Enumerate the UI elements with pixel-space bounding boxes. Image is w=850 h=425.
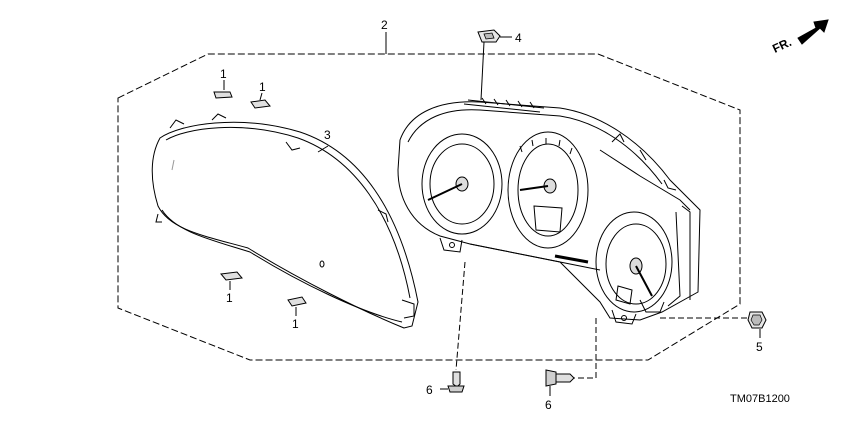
assembly-boundary <box>117 53 741 361</box>
callout-1-top-right: 1 <box>259 80 266 94</box>
callout-1-bottom-right: 1 <box>292 317 299 331</box>
gauge-cluster-assembly <box>397 97 701 325</box>
callout-6-left: 6 <box>426 383 433 397</box>
callout-5: 5 <box>756 340 763 354</box>
callout-6-right: 6 <box>545 398 552 412</box>
callout-4: 4 <box>515 31 522 45</box>
callout-1-top-left: 1 <box>220 67 227 81</box>
drawing-code: TM07B1200 <box>730 393 790 405</box>
svg-text:FR.: FR. <box>770 35 793 56</box>
clip-part-4 <box>477 29 512 101</box>
forward-direction-arrow-icon: FR. <box>770 19 829 56</box>
meter-visor-part-3 <box>151 113 419 329</box>
callout-3: 3 <box>324 128 331 142</box>
screw-part-6-left <box>440 261 466 393</box>
screw-part-6-right <box>545 318 597 396</box>
clip-nut-part-5 <box>660 311 767 338</box>
pad-part-1-top-right <box>250 92 271 109</box>
callout-1-bottom-left: 1 <box>226 291 233 305</box>
pad-part-1-bottom-right <box>287 296 307 316</box>
svg-text:2: 2 <box>381 18 388 32</box>
pad-part-1-top-left <box>213 80 233 99</box>
callout-2: 2 <box>381 18 388 54</box>
pad-part-1-bottom-left <box>220 271 243 290</box>
